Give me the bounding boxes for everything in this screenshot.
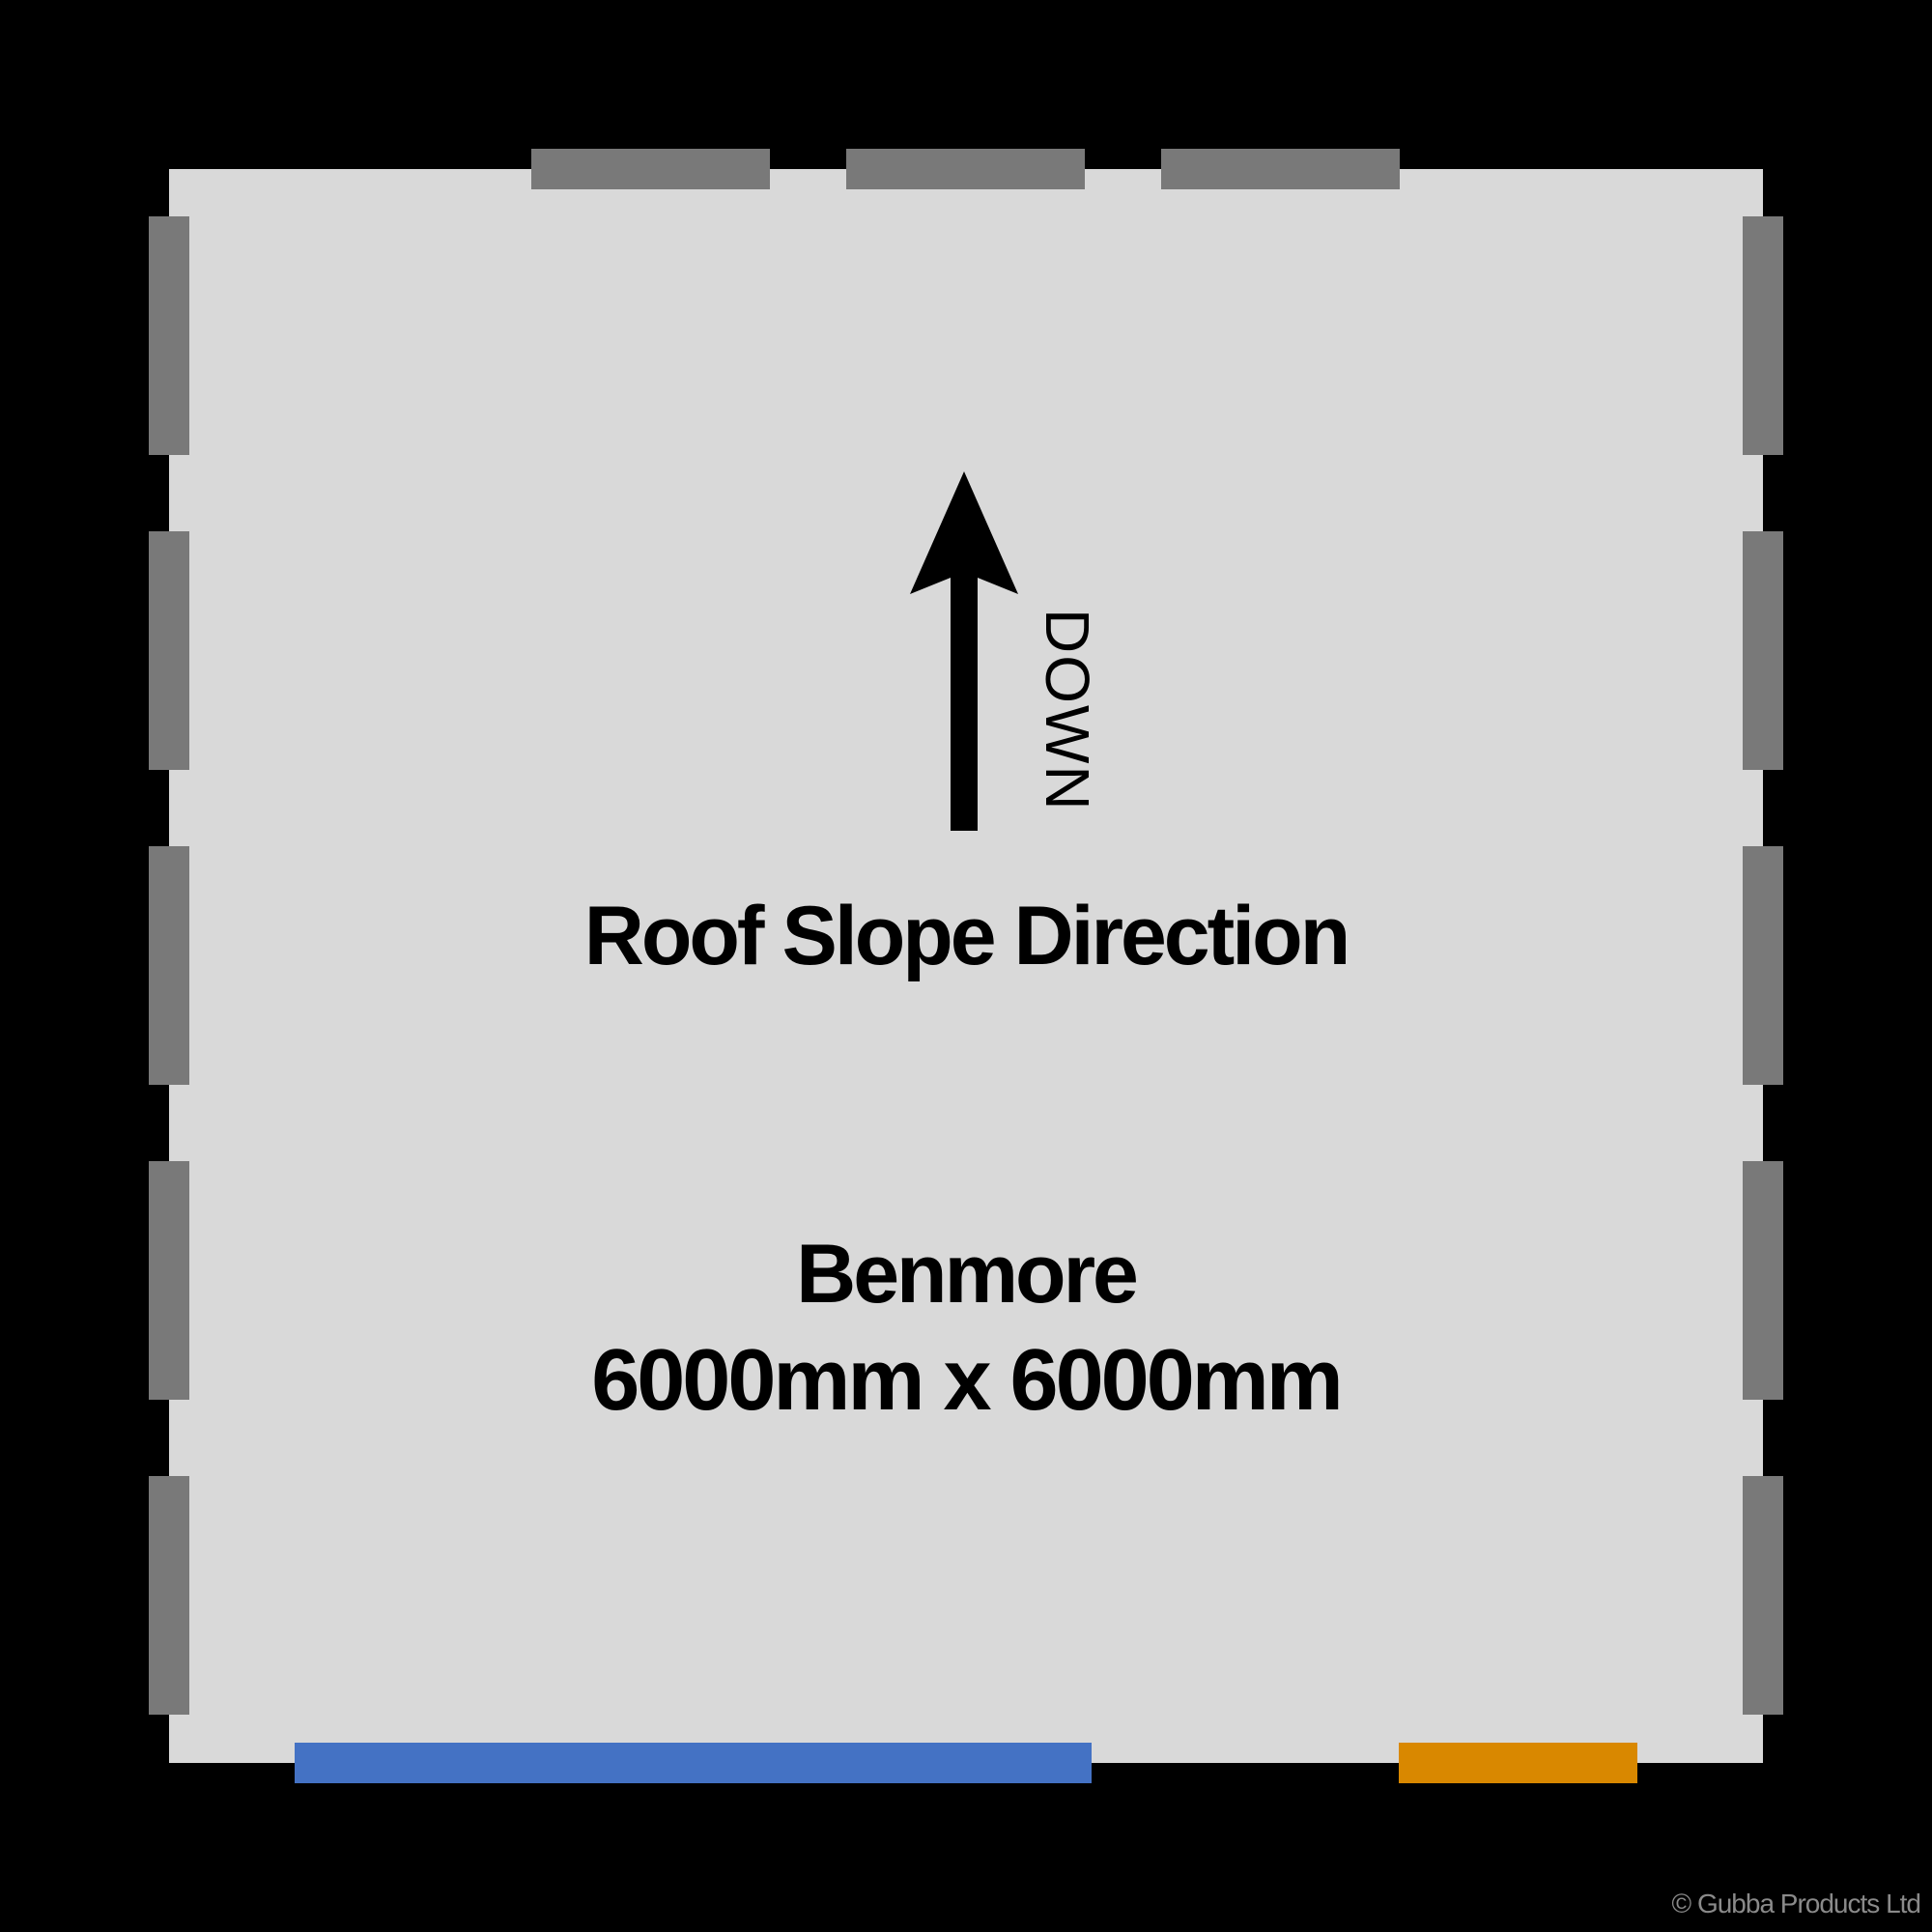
slope-down-label: DOWN [1029, 609, 1106, 812]
wall-panel-right-2 [1743, 531, 1783, 770]
door-opening-blue [295, 1743, 1092, 1783]
wall-panel-top-1 [531, 149, 770, 189]
wall-panel-right-1 [1743, 216, 1783, 455]
wall-panel-top-2 [846, 149, 1085, 189]
wall-panel-right-3 [1743, 846, 1783, 1085]
wall-panel-left-4 [149, 1161, 189, 1400]
model-dimensions: 6000mm x 6000mm [591, 1332, 1344, 1429]
wall-panel-left-5 [149, 1476, 189, 1715]
wall-panel-right-5 [1743, 1476, 1783, 1715]
model-name: Benmore [796, 1228, 1139, 1321]
door-opening-orange [1399, 1743, 1637, 1783]
wall-panel-left-2 [149, 531, 189, 770]
wall-panel-left-1 [149, 216, 189, 455]
copyright: © Gubba Products Ltd [1671, 1889, 1921, 1918]
arrow-up-icon [910, 471, 1018, 831]
slope-title: Roof Slope Direction [583, 890, 1350, 982]
wall-panel-top-3 [1161, 149, 1400, 189]
floor-plan [169, 169, 1763, 1763]
wall-panel-left-3 [149, 846, 189, 1085]
wall-panel-right-4 [1743, 1161, 1783, 1400]
